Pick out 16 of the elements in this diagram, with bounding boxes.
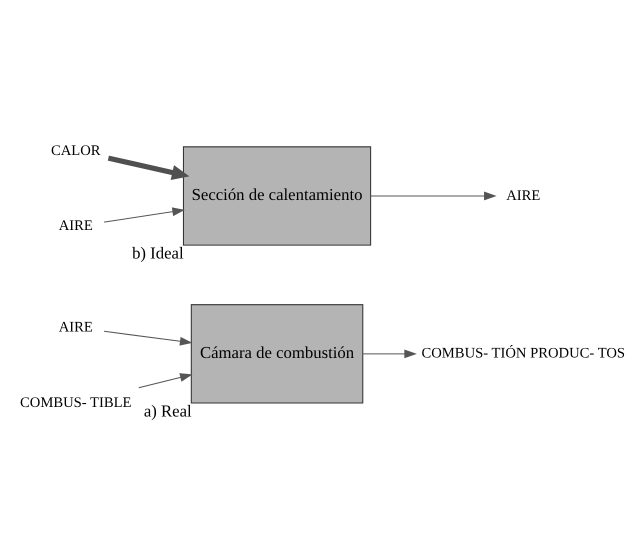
node-text: AIRE (506, 187, 540, 204)
arrow (104, 330, 192, 346)
node-text: COMBUS- TIÓN PRODUC- TOS (421, 345, 626, 362)
node-text: AIRE (58, 319, 93, 336)
arrow (362, 348, 417, 358)
node-text: AIRE (58, 218, 93, 234)
arrow (370, 191, 497, 200)
arrow (104, 206, 185, 222)
node-label: a) Real (144, 400, 192, 420)
node-box: Cámara de combustión (190, 304, 364, 404)
node-text: COMBUS- TIBLE (20, 394, 132, 410)
arrow (138, 372, 193, 388)
node-text: CALOR (50, 142, 101, 158)
arrow (108, 155, 190, 180)
node-box: Sección de calentamiento (182, 146, 372, 246)
node-label: b) Ideal (132, 242, 184, 262)
